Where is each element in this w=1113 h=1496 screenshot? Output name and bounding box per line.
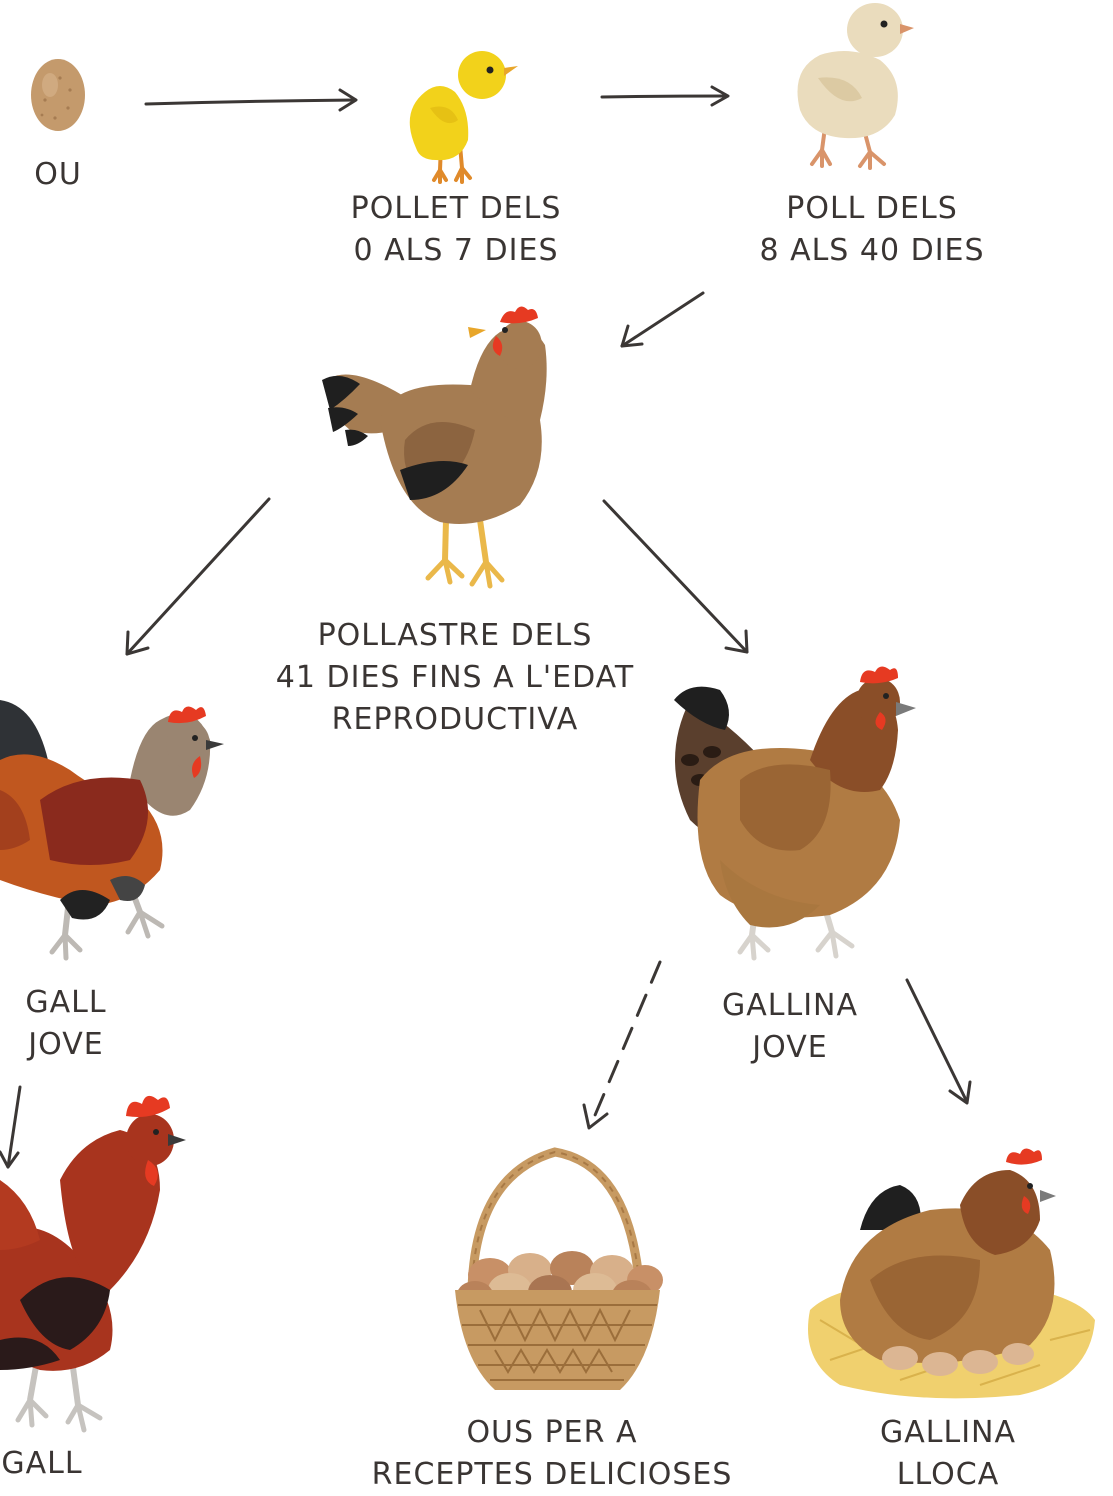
- brooding-hen-icon: [808, 1148, 1095, 1398]
- stage-label-chick: POLLET DELS 0 ALS 7 DIES: [351, 188, 562, 272]
- yellow-chick-icon: [410, 51, 518, 182]
- stage-label-young-chick: POLL DELS 8 ALS 40 DIES: [759, 188, 984, 272]
- arrow-egg-to-chick: [146, 90, 356, 110]
- pullet-icon: [322, 306, 547, 586]
- stage-label-young-hen: GALLINA JOVE: [722, 985, 858, 1069]
- cream-chick-icon: [798, 3, 915, 168]
- egg-basket-icon: [455, 1152, 663, 1390]
- stage-label-rooster: GALL: [1, 1443, 82, 1485]
- stage-label-egg: OU: [34, 154, 82, 196]
- arrow-chick-to-young-chick: [602, 87, 728, 105]
- arrow-young-rooster-to-rooster: [0, 1087, 20, 1167]
- arrow-young-hen-to-brooding-hen: [907, 980, 970, 1103]
- rooster-icon: [0, 1096, 186, 1430]
- stage-label-young-rooster: GALL JOVE: [25, 982, 106, 1066]
- stage-label-egg-basket: OUS PER A RECEPTES DELICIOSES: [372, 1412, 733, 1496]
- young-rooster-icon: [0, 700, 224, 958]
- egg-icon: [31, 59, 85, 131]
- arrow-young-hen-to-egg-basket: [584, 962, 660, 1128]
- arrow-pullet-to-young-rooster: [127, 499, 269, 654]
- young-hen-icon: [674, 666, 916, 958]
- stage-label-pullet: POLLASTRE DELS 41 DIES FINS A L'EDAT REP…: [276, 615, 634, 741]
- arrow-young-chick-to-pullet: [622, 293, 703, 346]
- stage-label-brooding-hen: GALLINA LLOCA: [880, 1412, 1016, 1496]
